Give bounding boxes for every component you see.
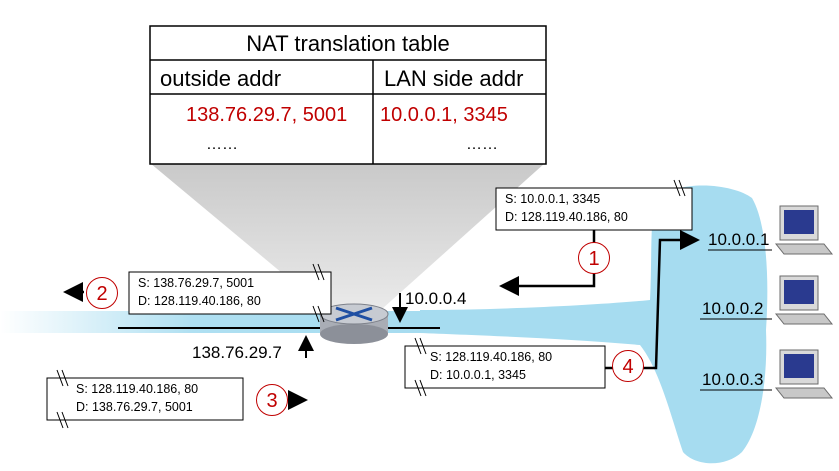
step-4-marker: 4	[612, 350, 644, 382]
step-1-marker: 1	[578, 242, 610, 274]
lan-network-area	[420, 185, 768, 464]
step-2-marker: 2	[86, 277, 118, 309]
packet-4-box	[404, 337, 606, 397]
nat-translation-table	[149, 25, 547, 165]
packet-2-box	[128, 263, 332, 323]
packet-3-dst: D: 138.76.29.7, 5001	[76, 400, 193, 414]
router-lan-address: 10.0.0.4	[405, 289, 467, 308]
ellipsis-outside: ……	[206, 136, 238, 153]
computer-icon	[774, 349, 834, 399]
packet-1-dst: D: 128.119.40.186, 80	[505, 210, 628, 224]
router-icon	[319, 303, 389, 344]
host-2-address: 10.0.0.2	[702, 299, 764, 318]
computer-icon	[774, 205, 834, 255]
header-lan-side-addr: LAN side addr	[384, 66, 524, 91]
entry-lan-side-addr: 10.0.0.1, 3345	[380, 104, 508, 126]
router-wan-address: 138.76.29.7	[192, 343, 282, 362]
entry-outside-addr: 138.76.29.7, 5001	[186, 104, 348, 126]
packet-3-src: S: 128.119.40.186, 80	[76, 382, 199, 396]
host-1-address: 10.0.0.1	[708, 230, 770, 249]
packet-2-dst: D: 128.119.40.186, 80	[138, 294, 261, 308]
zoom-cone	[150, 163, 545, 318]
host-3-address: 10.0.0.3	[702, 370, 764, 389]
packet-1-src: S: 10.0.0.1, 3345	[505, 192, 601, 206]
nat-table-title: NAT translation table	[246, 31, 450, 56]
packet-3-box	[46, 369, 244, 429]
computer-icon	[774, 275, 834, 325]
header-outside-addr: outside addr	[160, 66, 282, 91]
step-3-marker: 3	[256, 384, 288, 416]
packet-4-src: S: 128.119.40.186, 80	[430, 350, 553, 364]
packet-4-dst: D: 10.0.0.1, 3345	[430, 368, 526, 382]
packet-2-src: S: 138.76.29.7, 5001	[138, 276, 255, 290]
ellipsis-lan: ……	[466, 136, 498, 153]
